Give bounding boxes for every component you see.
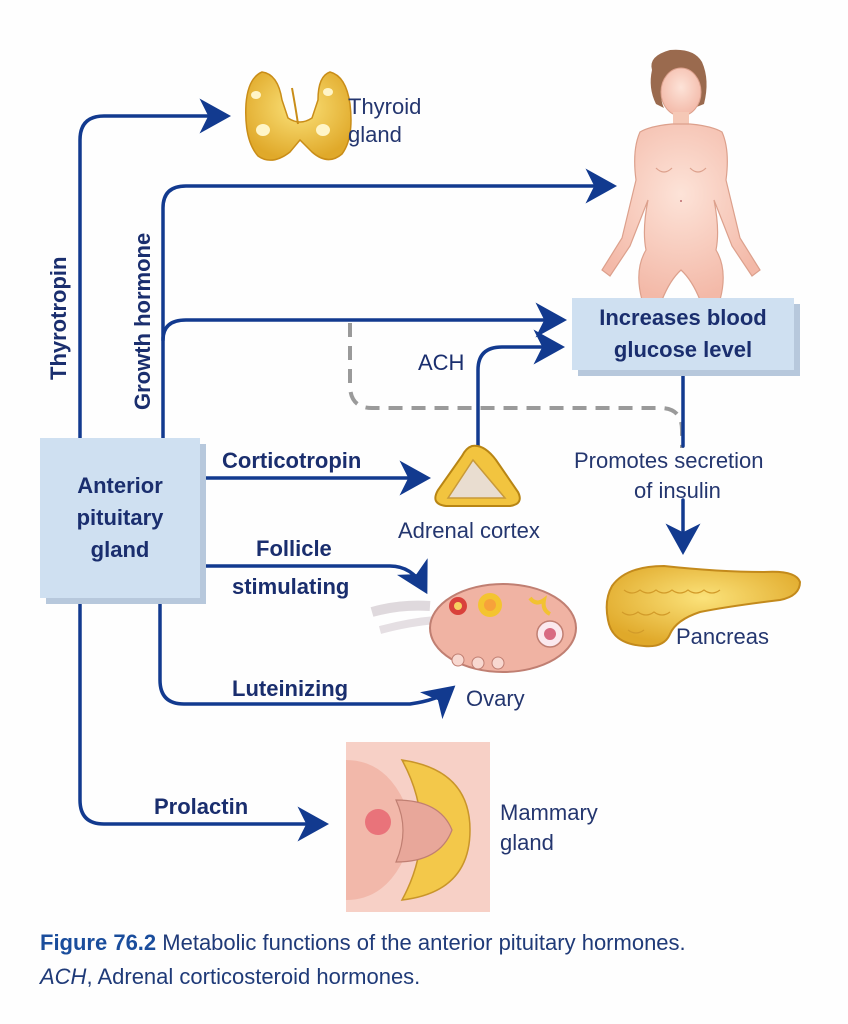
prolactin-label: Prolactin	[154, 794, 249, 819]
mammary-label-2: gland	[500, 830, 554, 855]
figure-caption: Figure 76.2 Metabolic functions of the a…	[40, 926, 830, 994]
anterior-pituitary-line1: Anterior	[77, 473, 163, 498]
glucose-line1: Increases blood	[599, 305, 767, 330]
follicle-arrow	[198, 558, 428, 595]
ach-arrow	[476, 329, 565, 448]
thyroid-label-2: gland	[348, 122, 402, 147]
anterior-pituitary-line3: gland	[90, 537, 150, 562]
dashed-feedback-line	[348, 323, 684, 448]
glucose-result-box: Increases blood glucose level	[572, 298, 794, 370]
pancreas-illustration	[605, 564, 802, 648]
insulin-label-2: of insulin	[634, 478, 721, 503]
thyrotropin-arrow	[78, 98, 231, 440]
luteinizing-label: Luteinizing	[232, 676, 349, 701]
adrenal-cortex-label: Adrenal cortex	[398, 518, 540, 543]
glucose-arrow	[161, 302, 567, 342]
glucose-line2: glucose level	[613, 337, 753, 362]
human-body-illustration	[601, 49, 761, 301]
ach-label: ACH	[418, 350, 465, 375]
mammary-label-1: Mammary	[500, 800, 598, 825]
mammary-gland-illustration	[346, 742, 490, 912]
ovary-illustration	[370, 583, 577, 673]
ovary-label: Ovary	[466, 686, 525, 711]
anterior-pituitary-box: Anterior pituitary gland	[40, 438, 200, 598]
pancreas-label: Pancreas	[676, 624, 769, 649]
growth-hormone-arrow	[161, 168, 617, 440]
luteinizing-arrow	[158, 596, 456, 720]
follicle-label-2: stimulating	[232, 574, 350, 599]
caption-abbreviation: ACH	[40, 964, 87, 989]
follicle-label-1: Follicle	[256, 536, 332, 561]
prolactin-arrow	[78, 596, 329, 842]
corticotropin-label: Corticotropin	[222, 448, 362, 473]
caption-abbreviation-definition: , Adrenal corticosteroid hormones.	[86, 964, 421, 989]
adrenal-cortex-illustration	[434, 444, 521, 507]
insulin-label-1: Promotes secretion	[574, 448, 764, 473]
thyrotropin-label: Thyrotropin	[46, 256, 71, 380]
thyroid-label-1: Thyroid	[348, 94, 422, 119]
growth-hormone-label: Growth hormone	[130, 232, 155, 410]
thyroid-gland-illustration	[245, 71, 352, 161]
figure-number: Figure 76.2	[40, 930, 157, 955]
caption-text: Metabolic functions of the anterior pitu…	[156, 930, 686, 955]
anterior-pituitary-line2: pituitary	[76, 505, 164, 530]
